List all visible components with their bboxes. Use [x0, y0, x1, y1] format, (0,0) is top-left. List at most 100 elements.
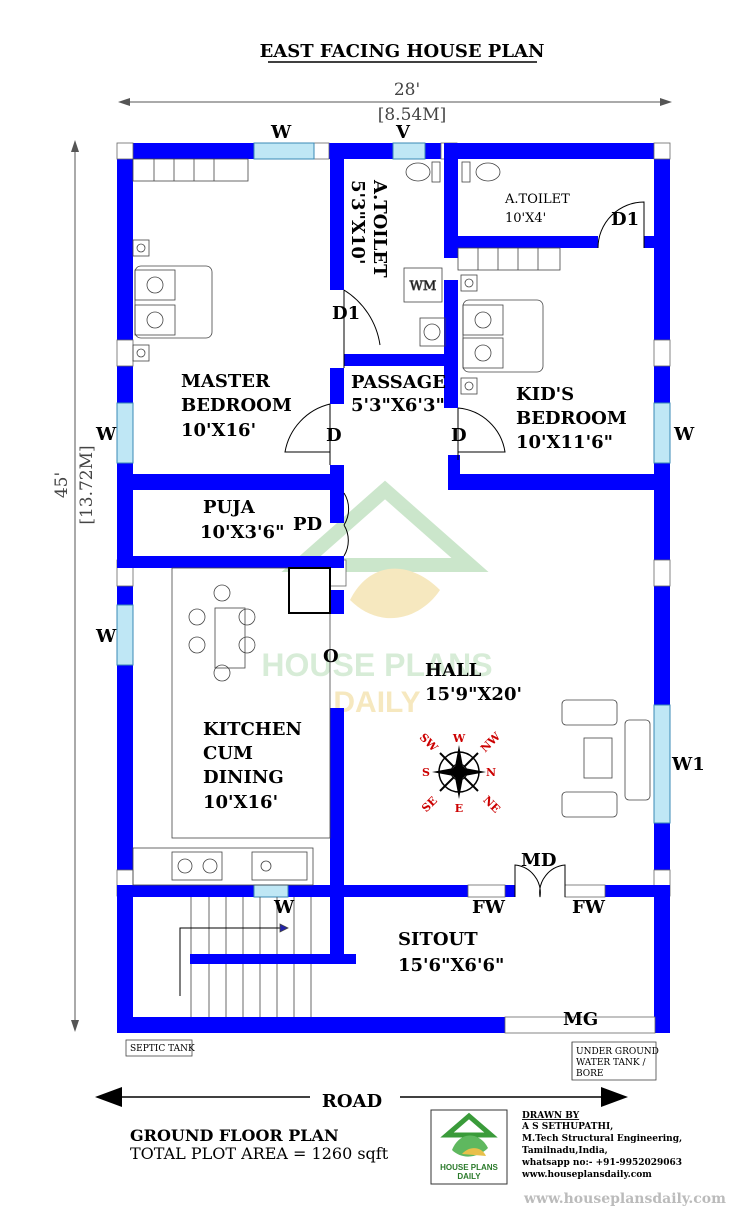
kids-bedroom-line2: BEDROOM [516, 408, 627, 429]
water-tank-box: UNDER GROUND WATER TANK / BORE [571, 1041, 659, 1081]
marker-fw-2: FW [572, 897, 606, 918]
credits-whatsapp: whatsapp no:- +91-9952029063 [521, 1158, 682, 1168]
bed-master [132, 239, 213, 362]
marker-v-top: V [395, 122, 411, 143]
marker-fw-1: FW [472, 897, 506, 918]
marker-w-west2: W [95, 626, 117, 647]
credits-location: Tamilnadu,India, [522, 1146, 608, 1156]
toilet-fixtures: WM [403, 161, 501, 347]
window-kid-east [653, 402, 671, 464]
compass-w: W [452, 732, 466, 745]
window-master-west [116, 402, 134, 464]
marker-d-master: D [326, 425, 342, 446]
house-plans-daily-logo: HOUSE PLANS DAILY [430, 1109, 508, 1185]
credits-qualification: M.Tech Structural Engineering, [522, 1134, 682, 1144]
kids-bedroom-line1: KID'S [516, 384, 574, 405]
marker-w-kitchen: W [273, 897, 295, 918]
width-meters: [8.54M] [378, 105, 447, 125]
columns [116, 142, 671, 897]
width-dimension: 28' [8.54M] [118, 80, 672, 125]
kitchen-fixtures [132, 567, 331, 886]
compass-nw: NW [478, 730, 503, 755]
opening-markers: W V W W W W1 W D1 D1 D D PD O MD FW FW M… [95, 122, 705, 1030]
internal-walls [117, 143, 670, 964]
water-tank-line3: BORE [576, 1069, 604, 1079]
master-bedroom-size: 10'X16' [181, 420, 256, 441]
credits: DRAWN BY A S SETHUPATHI, M.Tech Structur… [521, 1111, 682, 1180]
plan-title: EAST FACING HOUSE PLAN [260, 41, 545, 62]
door-kid [457, 407, 506, 460]
window-master-top [253, 142, 315, 160]
credits-drawn-by: DRAWN BY [522, 1111, 580, 1121]
master-bedroom-line1: MASTER [181, 371, 271, 392]
marker-w-west1: W [95, 424, 117, 445]
marker-mg: MG [563, 1009, 598, 1030]
road-label: ROAD [322, 1091, 382, 1112]
footer-url[interactable]: www.houseplansdaily.com [523, 1191, 726, 1207]
main-gate-opening [504, 1016, 656, 1034]
ventilator-top [392, 142, 426, 160]
puja-label: PUJA [203, 497, 256, 518]
room-labels: MASTER BEDROOM 10'X16' A.TOILET 5'3"X10'… [181, 179, 627, 976]
plot-area: TOTAL PLOT AREA = 1260 sqft [130, 1144, 389, 1163]
door-puja [343, 492, 350, 557]
door-toilet2 [597, 201, 645, 249]
main-door-arc [514, 864, 566, 898]
sofa-set [561, 699, 651, 818]
septic-tank-box: SEPTIC TANK [125, 1039, 195, 1057]
compass-s: S [422, 766, 430, 779]
a-toilet2-label: A.TOILET [504, 192, 570, 207]
road-arrow: ROAD [95, 1087, 628, 1112]
marker-w-top: W [270, 122, 292, 143]
sitout-label: SITOUT [398, 929, 478, 950]
septic-tank-label: SEPTIC TANK [130, 1044, 195, 1054]
door-toilet1 [343, 289, 381, 368]
watermark: HOUSE PLANS DAILY [261, 480, 493, 719]
watermark-line1: HOUSE PLANS [261, 647, 492, 683]
a-toilet2-size: 10'X4' [505, 211, 546, 226]
kitchen-line3: DINING [203, 767, 284, 788]
water-tank-line2: WATER TANK / [576, 1058, 646, 1068]
logo-line1: HOUSE PLANS [440, 1163, 498, 1172]
marker-w1-east: W1 [671, 754, 705, 775]
compass-n: N [486, 766, 496, 779]
passage-size: 5'3"X6'3" [351, 395, 445, 416]
window-hall-east [653, 704, 671, 824]
length-meters: [13.72M] [77, 445, 97, 524]
door-master [284, 403, 331, 465]
doors [284, 201, 645, 898]
french-window-1 [467, 884, 506, 898]
compass-ne: NE [480, 793, 502, 815]
master-bedroom-line2: BEDROOM [181, 395, 292, 416]
compass-sw: SW [417, 731, 441, 755]
logo-line2: DAILY [457, 1172, 481, 1181]
marker-d1-toilet2: D1 [611, 209, 639, 230]
kitchen-line2: CUM [203, 743, 253, 764]
length-dimension: 45' [13.72M] [52, 140, 97, 1032]
kitchen-size: 10'X16' [203, 792, 278, 813]
credits-website: www.houseplansdaily.com [521, 1170, 652, 1180]
hall-label: HALL [425, 660, 482, 681]
windows [116, 142, 671, 1034]
puja-size: 10'X3'6" [200, 522, 284, 543]
length-feet: 45' [52, 472, 72, 498]
hall-size: 15'9"X20' [425, 684, 522, 705]
kitchen-line1: KITCHEN [203, 719, 302, 740]
staircase [179, 897, 312, 1017]
passage-label: PASSAGE [351, 372, 446, 393]
french-window-2 [564, 884, 606, 898]
sitout-size: 15'6"X6'6" [398, 955, 504, 976]
plan-name: GROUND FLOOR PLAN [130, 1126, 339, 1145]
marker-w-east1: W [673, 424, 695, 445]
watermark-line2: DAILY [333, 686, 420, 719]
marker-d1-toilet1: D1 [332, 303, 360, 324]
compass-rose: W E S N SW NW SE NE [417, 730, 504, 816]
marker-o: O [323, 646, 339, 667]
a-toilet1-size: 5'3"X10' [347, 180, 368, 264]
width-feet: 28' [394, 80, 420, 100]
compass-se: SE [419, 794, 440, 815]
marker-d-kid: D [451, 425, 467, 446]
credits-name: A S SETHUPATHI, [521, 1122, 613, 1132]
window-kitchen-south [253, 884, 289, 898]
